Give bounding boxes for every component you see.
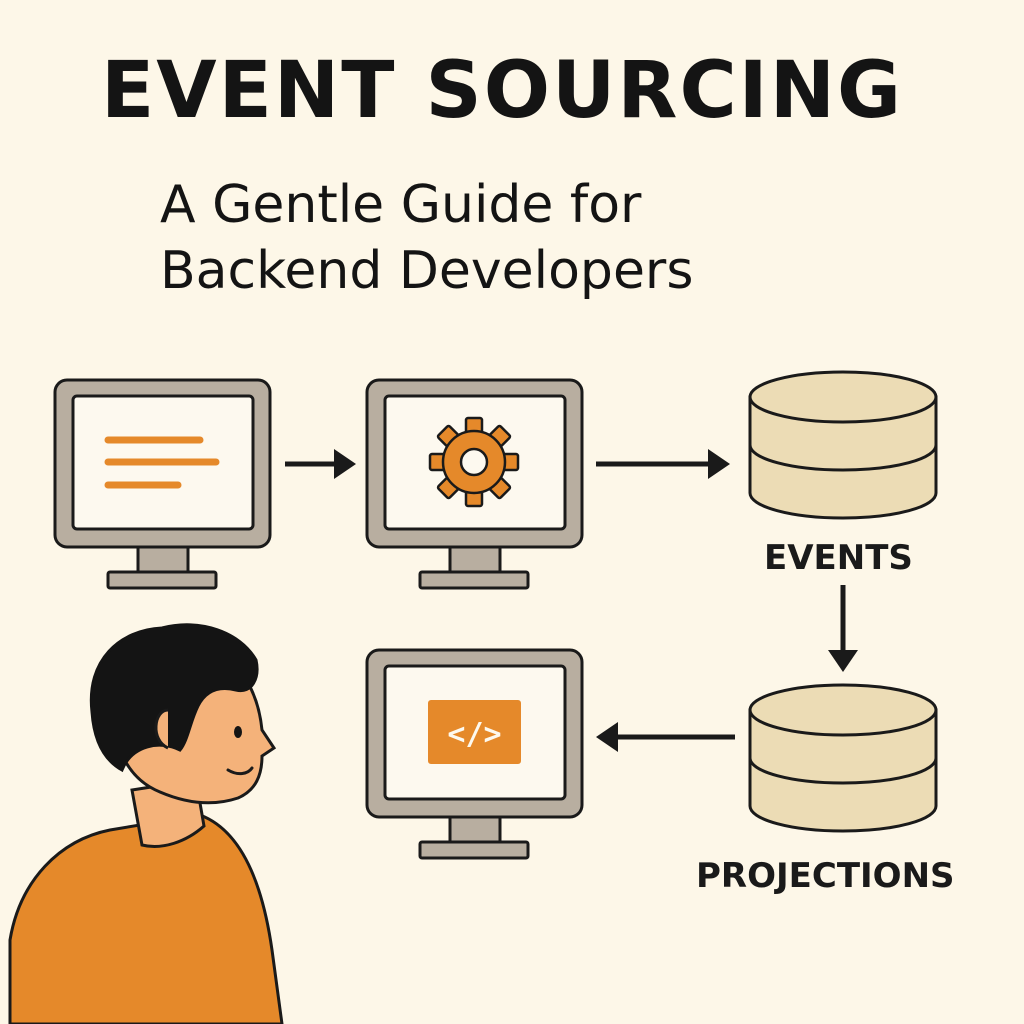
- document-lines-icon: [104, 436, 220, 489]
- subtitle-line-2: Backend Developers: [160, 241, 694, 301]
- projections-label: PROJECTIONS: [696, 856, 955, 896]
- events-label: EVENTS: [764, 538, 913, 578]
- service-monitor-icon: [365, 378, 584, 590]
- code-icon: </>: [428, 700, 521, 764]
- gear-icon: [428, 416, 520, 508]
- projections-database-icon: [748, 683, 938, 833]
- subtitle-line-1: A Gentle Guide for: [160, 175, 642, 235]
- arrow-icon: [596, 722, 735, 752]
- arrow-icon: [828, 585, 858, 672]
- arrow-icon: [596, 449, 730, 479]
- client-monitor-icon: [53, 378, 272, 590]
- arrow-icon: [285, 449, 356, 479]
- page-title: EVENT SOURCING: [100, 46, 904, 136]
- page-subtitle: A Gentle Guide for Backend Developers: [160, 172, 860, 304]
- code-glyph: </>: [447, 717, 501, 752]
- events-database-icon: [748, 370, 938, 520]
- read-model-monitor-icon: </>: [365, 648, 584, 860]
- person-illustration: [8, 623, 284, 1024]
